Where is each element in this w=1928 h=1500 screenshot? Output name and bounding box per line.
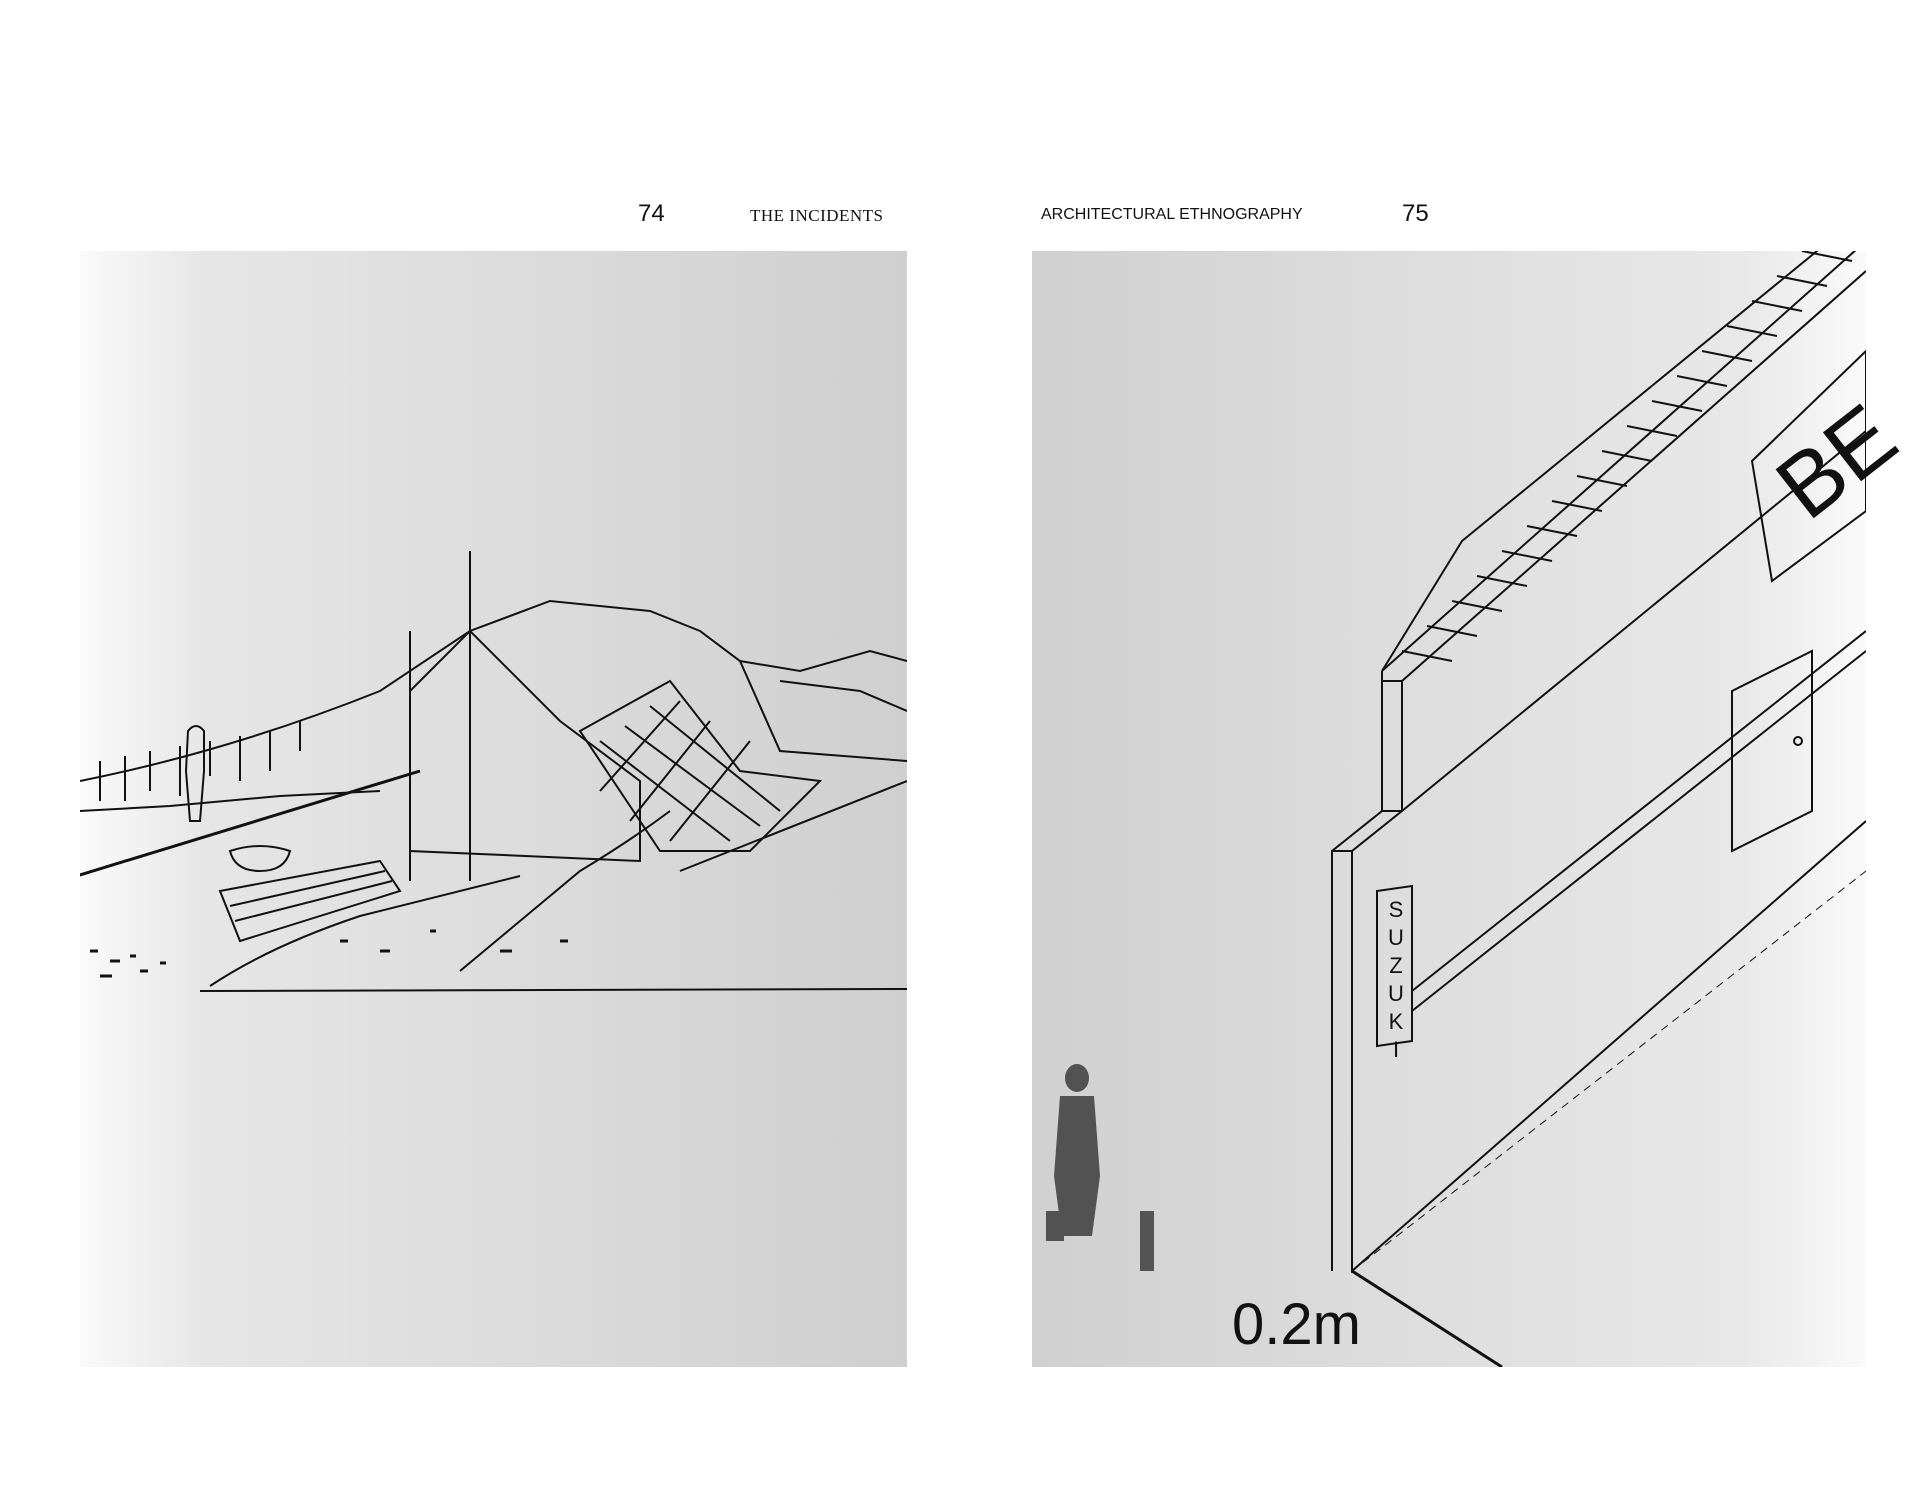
shop-sign-text: SUZUKI [1388,897,1404,1062]
left-page-number: 74 [638,200,665,227]
right-page-number: 75 [1402,200,1429,227]
left-running-head: THE INCIDENTS [750,206,884,225]
scale-label: 0.2m [1232,1292,1361,1357]
settlement-sketch-illustration [80,251,907,1367]
right-running-head: ARCHITECTURAL ETHNOGRAPHY [1041,206,1303,223]
isometric-building-drawing: SUZUKI BE 0.2m [1032,251,1915,1367]
